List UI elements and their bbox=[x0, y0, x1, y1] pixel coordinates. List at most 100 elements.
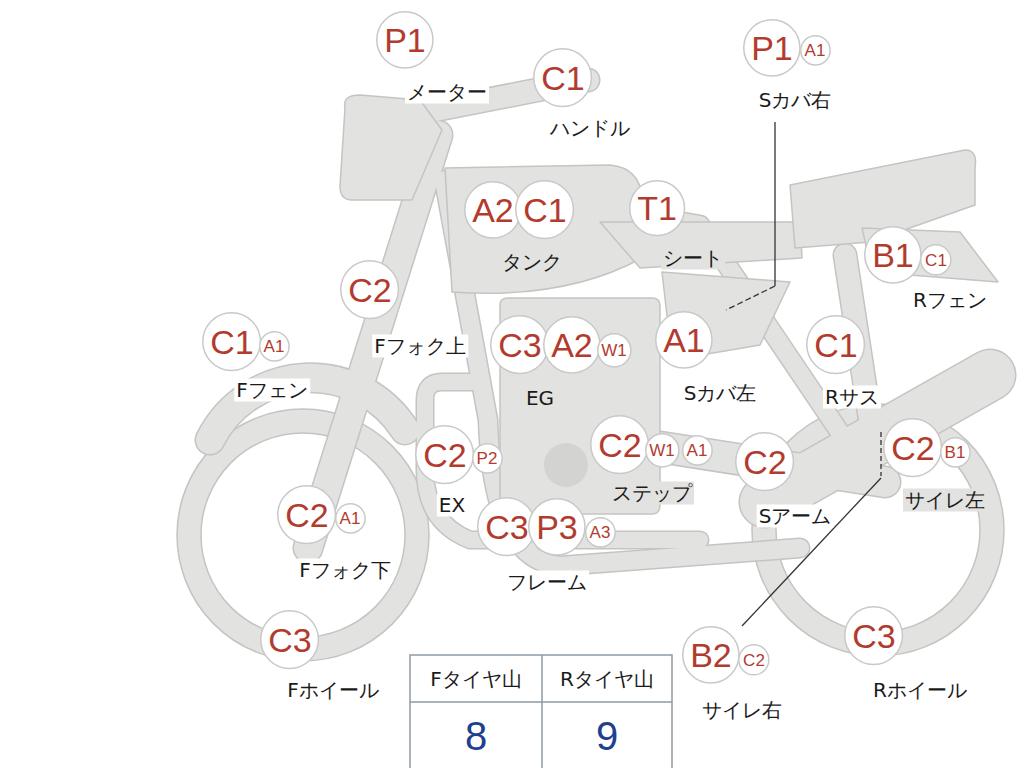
check-code-circle: C2 bbox=[738, 644, 770, 676]
check-code: C2 bbox=[891, 431, 934, 465]
check-code-circle: C2 bbox=[590, 415, 649, 474]
circle-shape bbox=[377, 12, 433, 68]
part-name: EX bbox=[437, 494, 467, 517]
check-code: C1 bbox=[925, 251, 947, 268]
check-code-circle: A1 bbox=[335, 503, 366, 534]
check-code: A2 bbox=[472, 193, 514, 227]
circle-shape bbox=[259, 331, 288, 360]
check-code-circle: C1 bbox=[533, 48, 592, 107]
part-name: Fフェン bbox=[234, 379, 310, 402]
part-name: Fホイール bbox=[285, 679, 381, 702]
check-code-circle: P3 bbox=[528, 498, 586, 556]
check-code: A1 bbox=[805, 41, 826, 58]
circle-shape bbox=[416, 426, 474, 484]
table-cell: 8 bbox=[463, 713, 489, 759]
check-code: A2 bbox=[551, 328, 593, 362]
circle-shape bbox=[491, 316, 549, 374]
check-code-circle: C2 bbox=[883, 418, 942, 477]
part-name: Fフォク下 bbox=[297, 559, 393, 582]
check-code: W1 bbox=[601, 341, 627, 358]
part-name: Rサス bbox=[823, 386, 881, 409]
check-code-circle: C3 bbox=[844, 606, 903, 665]
circle-shape bbox=[736, 433, 794, 491]
circle-shape bbox=[682, 435, 711, 464]
circle-shape bbox=[203, 313, 261, 371]
circle-shape bbox=[529, 499, 585, 555]
check-code-circle: P1 bbox=[376, 11, 434, 69]
check-code: A1 bbox=[687, 441, 708, 458]
check-code-circle: A2 bbox=[543, 316, 601, 374]
check-code-circle: P1 bbox=[743, 19, 801, 77]
check-code: C2 bbox=[348, 273, 391, 307]
check-code: C1 bbox=[541, 61, 584, 95]
circle-shape bbox=[341, 261, 399, 319]
circle-shape bbox=[683, 627, 739, 683]
check-code-circle: P2 bbox=[472, 443, 503, 474]
check-code-circle: C3 bbox=[490, 315, 549, 374]
check-code-circle: T1 bbox=[629, 180, 685, 236]
check-code-circle: C1 bbox=[806, 315, 865, 374]
circle-shape bbox=[630, 181, 685, 236]
check-code-circle: A1 bbox=[800, 35, 831, 66]
part-name: サイレ右 bbox=[700, 699, 784, 722]
circle-shape bbox=[278, 486, 336, 544]
check-code: A1 bbox=[264, 337, 285, 354]
check-code: W1 bbox=[649, 441, 675, 458]
check-code: C1 bbox=[814, 328, 857, 362]
check-code-circle: W1 bbox=[645, 433, 680, 468]
part-name: Sアーム bbox=[757, 505, 834, 528]
check-code: A1 bbox=[663, 323, 705, 357]
check-code: C3 bbox=[498, 328, 541, 362]
check-code-circle: A1 bbox=[259, 331, 290, 362]
check-code-circle: C2 bbox=[340, 260, 399, 319]
part-name: Rフェン bbox=[911, 289, 989, 312]
check-code-circle: A3 bbox=[585, 517, 616, 548]
check-code: C1 bbox=[523, 193, 566, 227]
check-code-circle: B1 bbox=[864, 226, 922, 284]
check-code: C2 bbox=[423, 438, 466, 472]
circle-shape bbox=[465, 182, 521, 238]
check-code: T1 bbox=[637, 191, 677, 225]
check-code-circle: A1 bbox=[682, 435, 713, 466]
check-code-circle: C1 bbox=[202, 312, 261, 371]
check-code: B2 bbox=[690, 638, 732, 672]
check-code: C3 bbox=[852, 619, 895, 653]
check-code: P3 bbox=[536, 510, 578, 544]
part-name: ステップ bbox=[610, 482, 694, 505]
part-name: Rホイール bbox=[871, 679, 969, 702]
circle-shape bbox=[591, 416, 649, 474]
circle-shape bbox=[807, 316, 865, 374]
circle-shape bbox=[940, 437, 969, 466]
part-name: EG bbox=[524, 387, 556, 410]
check-code: C2 bbox=[743, 651, 765, 668]
check-code: C3 bbox=[268, 623, 311, 657]
circle-shape bbox=[472, 443, 501, 472]
circle-shape bbox=[534, 49, 592, 107]
check-code: P2 bbox=[477, 449, 498, 466]
table-cell: Rタイヤ山 bbox=[558, 668, 656, 691]
circle-shape bbox=[865, 227, 921, 283]
part-name: タンク bbox=[500, 251, 564, 274]
table-cell: 9 bbox=[594, 713, 620, 759]
check-code: C1 bbox=[210, 325, 253, 359]
circle-shape bbox=[597, 333, 630, 366]
circle-shape bbox=[335, 503, 364, 532]
check-code-circle: C3 bbox=[260, 610, 319, 669]
circle-shape bbox=[544, 317, 600, 373]
circle-shape bbox=[656, 312, 712, 368]
check-code: P1 bbox=[384, 23, 426, 57]
check-code-circle: W1 bbox=[597, 333, 632, 368]
part-name: フレーム bbox=[505, 571, 589, 594]
circle-shape bbox=[585, 517, 614, 546]
part-name: シート bbox=[661, 247, 725, 270]
check-code-circle: C2 bbox=[415, 425, 474, 484]
check-code-circle: A1 bbox=[655, 311, 713, 369]
check-code: P1 bbox=[751, 31, 793, 65]
check-code-circle: C2 bbox=[277, 485, 336, 544]
part-name: Fフォク上 bbox=[372, 335, 468, 358]
check-code-circle: C3 bbox=[477, 497, 536, 556]
circle-shape bbox=[478, 498, 536, 556]
check-code: A3 bbox=[590, 523, 611, 540]
circle-shape bbox=[261, 611, 319, 669]
check-code: C2 bbox=[743, 445, 786, 479]
